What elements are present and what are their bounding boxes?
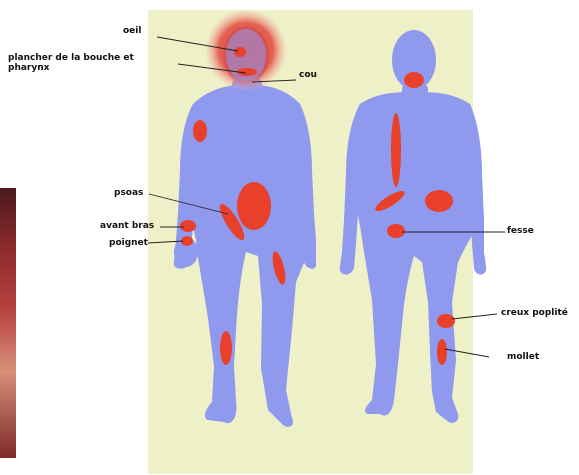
lesion-creux-poplite [437,314,455,328]
lesion-nuque [404,72,424,88]
label-oeil: oeil [123,26,141,37]
label-creux-poplite: creux poplité [501,308,568,319]
lesion-hanche [425,190,453,212]
lesion-abdomen [237,182,271,230]
back-body [340,30,486,423]
leader-creux-poplite [452,314,497,319]
label-psoas: psoas [114,188,143,199]
label-avant-bras: avant bras [100,221,154,232]
label-poignet: poignet [109,238,148,249]
lesion-fesse [387,224,405,238]
label-cou: cou [299,70,317,81]
lesion-oeil [234,47,246,57]
lesion-jambe [220,331,232,365]
lesion-avant-bras [180,220,196,232]
label-fesse: fesse [507,226,534,237]
label-mollet: mollet [507,352,539,363]
lesion-mollet [437,339,447,365]
label-plancher-line2: pharynx [8,63,49,74]
lesion-epaule [193,120,207,142]
lesion-dos [391,113,401,187]
